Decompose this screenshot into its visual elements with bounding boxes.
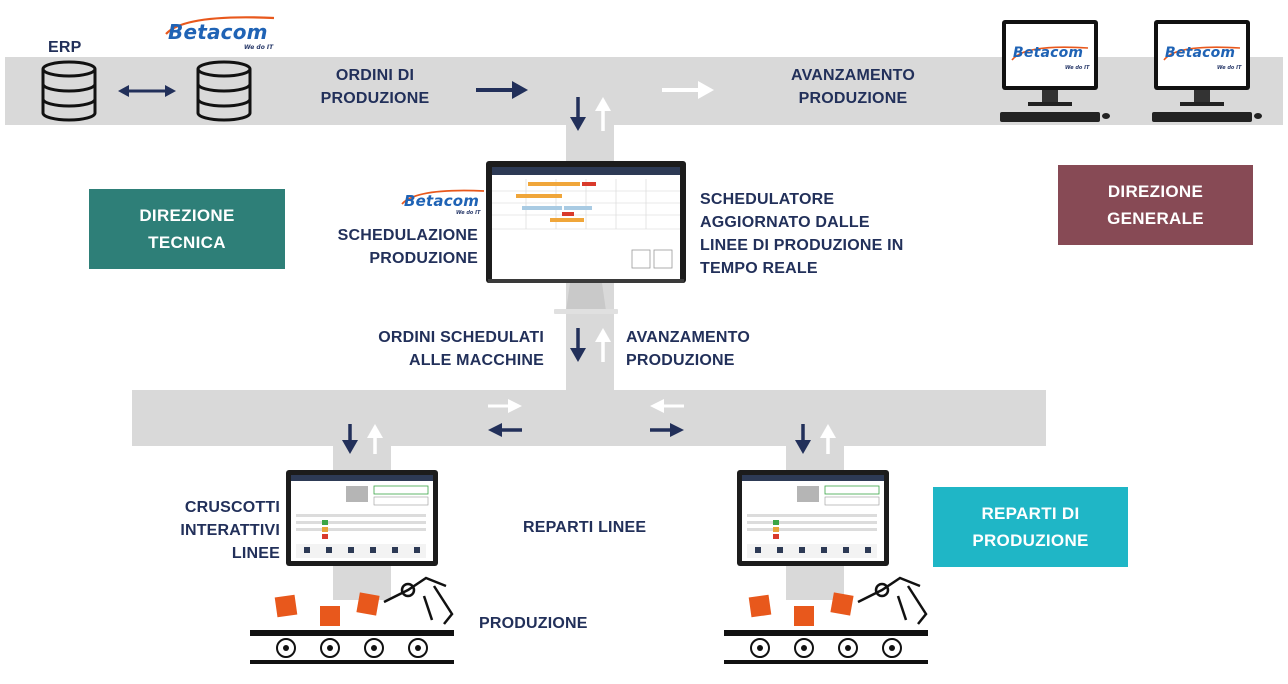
- brand-name: Betacom: [168, 20, 268, 44]
- arrow-right-icon: [650, 423, 684, 437]
- brand-tagline: We do IT: [456, 210, 481, 216]
- arrow-right-icon: [476, 81, 528, 99]
- conveyor-icon: [250, 576, 454, 664]
- schedulazione-produzione-label: SCHEDULAZIONE PRODUZIONE: [337, 227, 478, 267]
- arrow-left-white-icon: [650, 399, 684, 413]
- logo-swoosh: [1163, 46, 1241, 61]
- reparti-produzione-box: REPARTI DI PRODUZIONE: [933, 487, 1128, 567]
- monitor-icon: Betacom We do IT: [998, 18, 1110, 128]
- conveyor-icon: [724, 576, 928, 664]
- avanzamento-produzione-top-label: AVANZAMENTO PRODUZIONE: [791, 67, 915, 107]
- arrow-right-white-icon: [488, 399, 522, 413]
- arrow-up-white-icon: [367, 424, 383, 454]
- arrow-up-white-icon: [595, 328, 611, 362]
- scheduler-monitor-icon: [486, 161, 686, 314]
- betacom-logo: Betacom We do IT: [160, 8, 280, 51]
- reparti-linee-label: REPARTI LINEE: [523, 519, 647, 536]
- ordini-produzione-label: ORDINI DI PRODUZIONE: [320, 67, 430, 107]
- ordini-schedulati-label: ORDINI SCHEDULATI ALLE MACCHINE: [378, 329, 544, 369]
- monitor-frame: [1000, 20, 1110, 122]
- brand-tagline: We do IT: [244, 44, 274, 51]
- brand-name: Betacom: [404, 192, 480, 210]
- monitor-frame: [1152, 20, 1262, 122]
- dashboard-monitor-icon: [737, 470, 889, 566]
- produzione-label: PRODUZIONE: [479, 615, 588, 632]
- monitor-icon: Betacom We do IT: [1150, 18, 1262, 128]
- middle-band: [132, 390, 1046, 446]
- betacom-logo: Betacom We do IT: [398, 186, 488, 220]
- arrow-right-white-icon: [662, 81, 714, 99]
- arrow-left-icon: [488, 423, 522, 437]
- erp-label: ERP: [48, 39, 82, 56]
- avanzamento-produzione-mid-label: AVANZAMENTO PRODUZIONE: [626, 329, 750, 369]
- schedulatore-label: SCHEDULATORE AGGIORNATO DALLE LINEE DI P…: [700, 191, 904, 277]
- direzione-generale-box: DIREZIONE GENERALE: [1058, 165, 1253, 245]
- dashboard-monitor-icon: [286, 470, 438, 566]
- logo-swoosh: [165, 16, 275, 35]
- bidirectional-arrow-icon: [118, 85, 176, 97]
- brand-name: Betacom: [1165, 45, 1236, 61]
- arrow-down-icon: [795, 424, 811, 454]
- brand-name: Betacom: [1013, 45, 1084, 61]
- brand-tagline: We do IT: [1217, 65, 1242, 71]
- database-icon: [41, 60, 97, 122]
- arrow-up-white-icon: [820, 424, 836, 454]
- arrow-down-icon: [570, 97, 586, 131]
- arrow-down-icon: [342, 424, 358, 454]
- logo-swoosh: [401, 189, 485, 205]
- cruscotti-label: CRUSCOTTI INTERATTIVI LINEE: [180, 499, 280, 562]
- direzione-tecnica-box: DIREZIONE TECNICA: [89, 189, 285, 269]
- arrow-up-white-icon: [595, 97, 611, 131]
- brand-tagline: We do IT: [1065, 65, 1090, 71]
- arrow-down-icon: [570, 328, 586, 362]
- database-icon: [196, 60, 252, 122]
- logo-swoosh: [1011, 46, 1089, 61]
